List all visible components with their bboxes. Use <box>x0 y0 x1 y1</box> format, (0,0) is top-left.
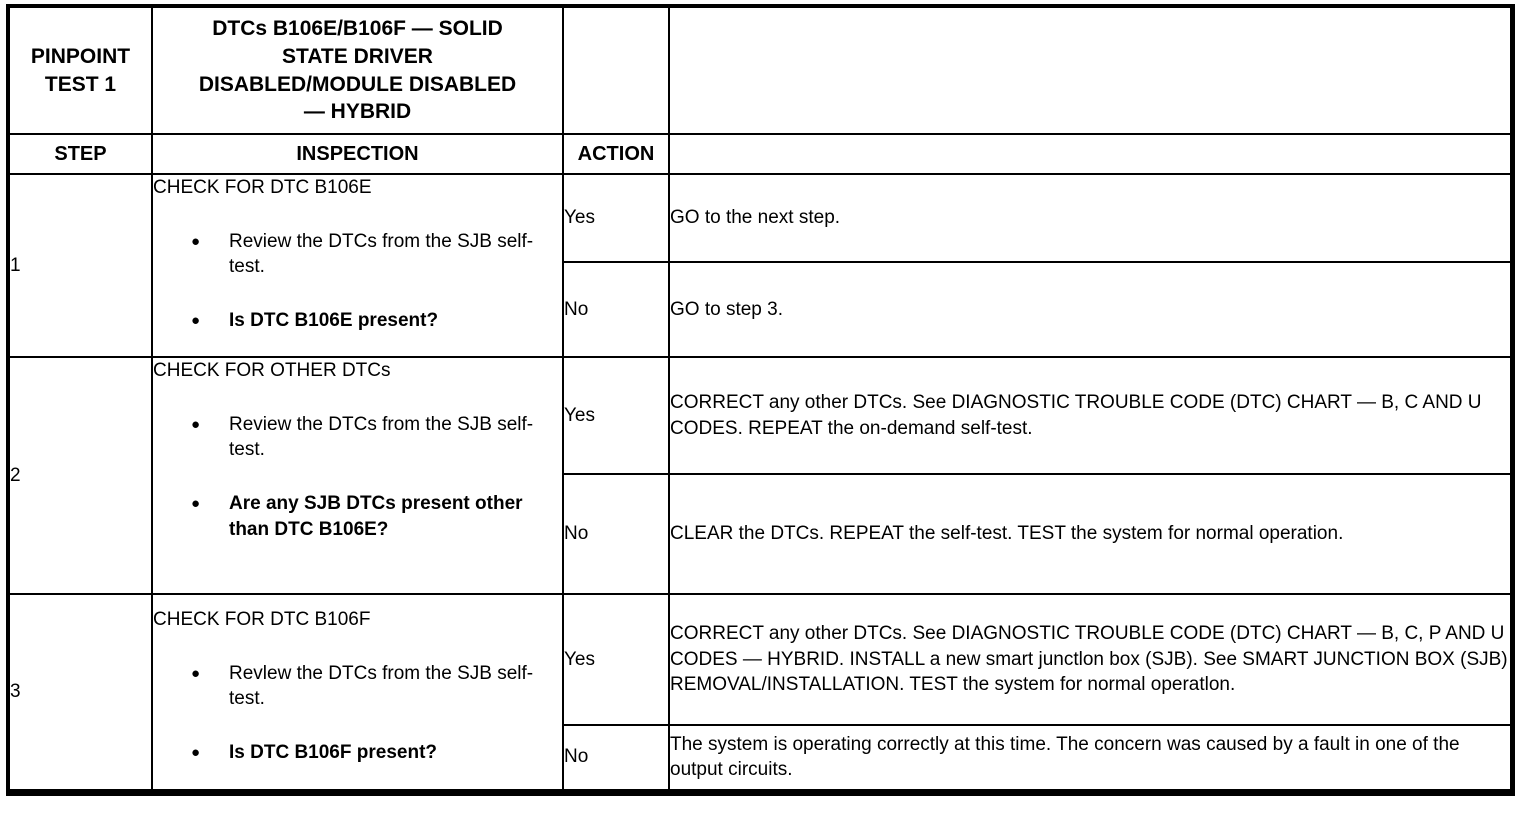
bullet-icon: ● <box>191 415 201 433</box>
dtc-title-line: DISABLED/MODULE DISABLED <box>198 72 517 96</box>
outcome-label-no: No <box>562 261 670 358</box>
table-row: 2 CHECK FOR OTHER DTCs ● Review the DTCs… <box>7 356 1513 595</box>
table-row: No The system is operating correctly at … <box>8 724 1513 793</box>
outcome-label-yes: Yes <box>562 173 670 263</box>
table-row: No CLEAR the DTCs. REPEAT the self-test.… <box>8 473 1513 595</box>
bullet-icon: ● <box>191 232 201 250</box>
column-header-step: STEP <box>7 133 153 175</box>
bullet-icon: ● <box>191 743 201 761</box>
table-row: 3 CHECK FOR DTC B106F ● Revlew the DTCs … <box>7 593 1513 793</box>
inspection-heading: CHECK FOR OTHER DTCs <box>153 360 391 381</box>
inspection-cell: CHECK FOR DTC B106E ● Review the DTCs fr… <box>151 173 564 358</box>
dtc-title-line: — HYBRID <box>303 100 412 124</box>
outcome-action: CORRECT any other DTCs. See DIAGNOSTIC T… <box>668 593 1513 726</box>
bullet-text: Is DTC B106E present? <box>229 309 439 331</box>
column-header-empty-cell <box>668 133 1513 175</box>
bullet-text: Are any SJB DTCs present other than DTC … <box>229 492 523 540</box>
step-number: 1 <box>7 173 153 358</box>
bullet-text: Is DTC B106F present? <box>229 741 437 763</box>
outcome-action: CLEAR the DTCs. REPEAT the self-test. TE… <box>668 473 1513 595</box>
dtc-title-cell: DTCs B106E/B106F — SOLID STATE DRIVER DI… <box>151 5 564 135</box>
pinpoint-test-label: PINPOINT TEST 1 <box>7 5 153 135</box>
step-number: 3 <box>7 593 153 793</box>
inspection-cell: CHECK FOR DTC B106F ● Revlew the DTCs fr… <box>151 593 564 793</box>
inspection-bullet: ● Revlew the DTCs from the SJB self-test… <box>154 661 561 712</box>
bullet-text: Review the DTCs from the SJB self-test. <box>229 413 534 461</box>
inspection-heading: CHECK FOR DTC B106E <box>153 177 372 198</box>
inspection-bullet: ● Is DTC B106F present? <box>154 740 561 766</box>
inspection-bullet: ● Review the DTCs from the SJB self-test… <box>154 229 561 280</box>
inspection-heading: CHECK FOR DTC B106F <box>153 609 371 630</box>
table-row: 1 CHECK FOR DTC B106E ● Review the DTCs … <box>7 173 1513 358</box>
dtc-title-line: STATE DRIVER <box>282 44 433 68</box>
column-header-action: ACTION <box>562 133 670 175</box>
bullet-icon: ● <box>191 494 201 512</box>
table-title-row: PINPOINT TEST 1 DTCs B106E/B106F — SOLID… <box>7 5 1513 135</box>
bullet-text: Revlew the DTCs from the SJB self-test. <box>229 662 534 710</box>
bullet-text: Review the DTCs from the SJB self-test. <box>229 230 534 278</box>
outcome-action: The system is operating correctly at thi… <box>668 724 1513 793</box>
inspection-bullet: ● Are any SJB DTCs present other than DT… <box>154 491 561 542</box>
pinpoint-test-table: PINPOINT TEST 1 DTCs B106E/B106F — SOLID… <box>6 4 1515 796</box>
inspection-bullet: ● Is DTC B106E present? <box>154 308 561 334</box>
outcome-label-yes: Yes <box>562 356 670 475</box>
dtc-title-line: DTCs B106E/B106F — SOLID <box>212 17 503 41</box>
outcome-action: GO to the next step. <box>668 173 1513 263</box>
inspection-bullet: ● Review the DTCs from the SJB self-test… <box>154 412 561 463</box>
outcome-label-no: No <box>562 473 670 595</box>
title-row-empty-cell <box>562 5 670 135</box>
column-header-row: STEP INSPECTION ACTION <box>7 133 1513 175</box>
outcome-label-yes: Yes <box>562 593 670 726</box>
bullet-icon: ● <box>191 664 201 682</box>
bullet-icon: ● <box>191 311 201 329</box>
step-number: 2 <box>7 356 153 595</box>
title-row-empty-cell <box>668 5 1513 135</box>
outcome-action: CORRECT any other DTCs. See DIAGNOSTIC T… <box>668 356 1513 475</box>
table-row: No GO to step 3. <box>8 261 1513 358</box>
inspection-cell: CHECK FOR OTHER DTCs ● Review the DTCs f… <box>151 356 564 595</box>
outcome-action: GO to step 3. <box>668 261 1513 358</box>
column-header-inspection: INSPECTION <box>151 133 564 175</box>
outcome-label-no: No <box>562 724 670 793</box>
